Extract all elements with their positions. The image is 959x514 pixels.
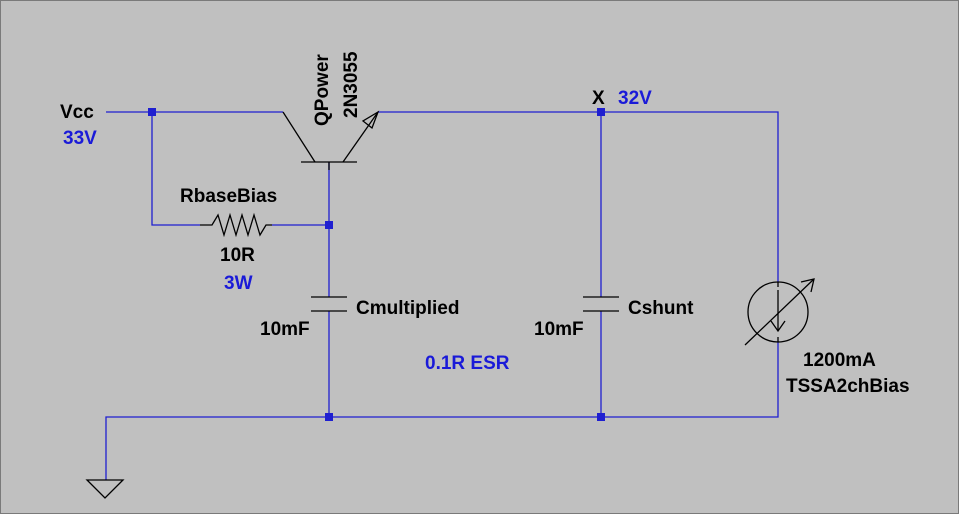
- wire-emitter-out: [378, 111, 779, 282]
- vcc-voltage: 33V: [63, 128, 97, 149]
- junction-dot: [597, 413, 605, 421]
- resistor-value: 10R: [220, 245, 255, 266]
- transistor-name: QPower: [312, 54, 333, 126]
- wires: [105, 111, 779, 480]
- junctions: [148, 108, 605, 421]
- junction-dot: [325, 413, 333, 421]
- wire-ground-rail: [105, 342, 779, 480]
- resistor-name: RbaseBias: [180, 186, 277, 207]
- transistor-symbol: [282, 110, 380, 170]
- resistor-power: 3W: [224, 273, 253, 294]
- current-source-value: 1200mA: [803, 350, 876, 371]
- probe-marker: X: [592, 88, 605, 109]
- junction-dot: [325, 221, 333, 229]
- junction-dot: [597, 108, 605, 116]
- junction-dot: [148, 108, 156, 116]
- cap-shunt-value: 10mF: [534, 319, 584, 340]
- transistor-model: 2N3055: [341, 51, 362, 118]
- capacitor-cshunt-symbol: [583, 296, 619, 312]
- vcc-label: Vcc: [60, 102, 94, 123]
- current-source-name: TSSA2chBias: [786, 376, 910, 397]
- capacitor-cmultiplied-symbol: [311, 296, 347, 312]
- resistor-symbol: [200, 212, 272, 238]
- output-voltage: 32V: [618, 88, 652, 109]
- cap-mult-name: Cmultiplied: [356, 298, 459, 319]
- cap-shunt-name: Cshunt: [628, 298, 694, 319]
- wire-vcc-resistor: [151, 112, 200, 226]
- current-source-symbol: [744, 278, 815, 346]
- ground-icon: [85, 479, 125, 499]
- cap-mult-value: 10mF: [260, 319, 310, 340]
- esr-annotation: 0.1R ESR: [425, 353, 510, 374]
